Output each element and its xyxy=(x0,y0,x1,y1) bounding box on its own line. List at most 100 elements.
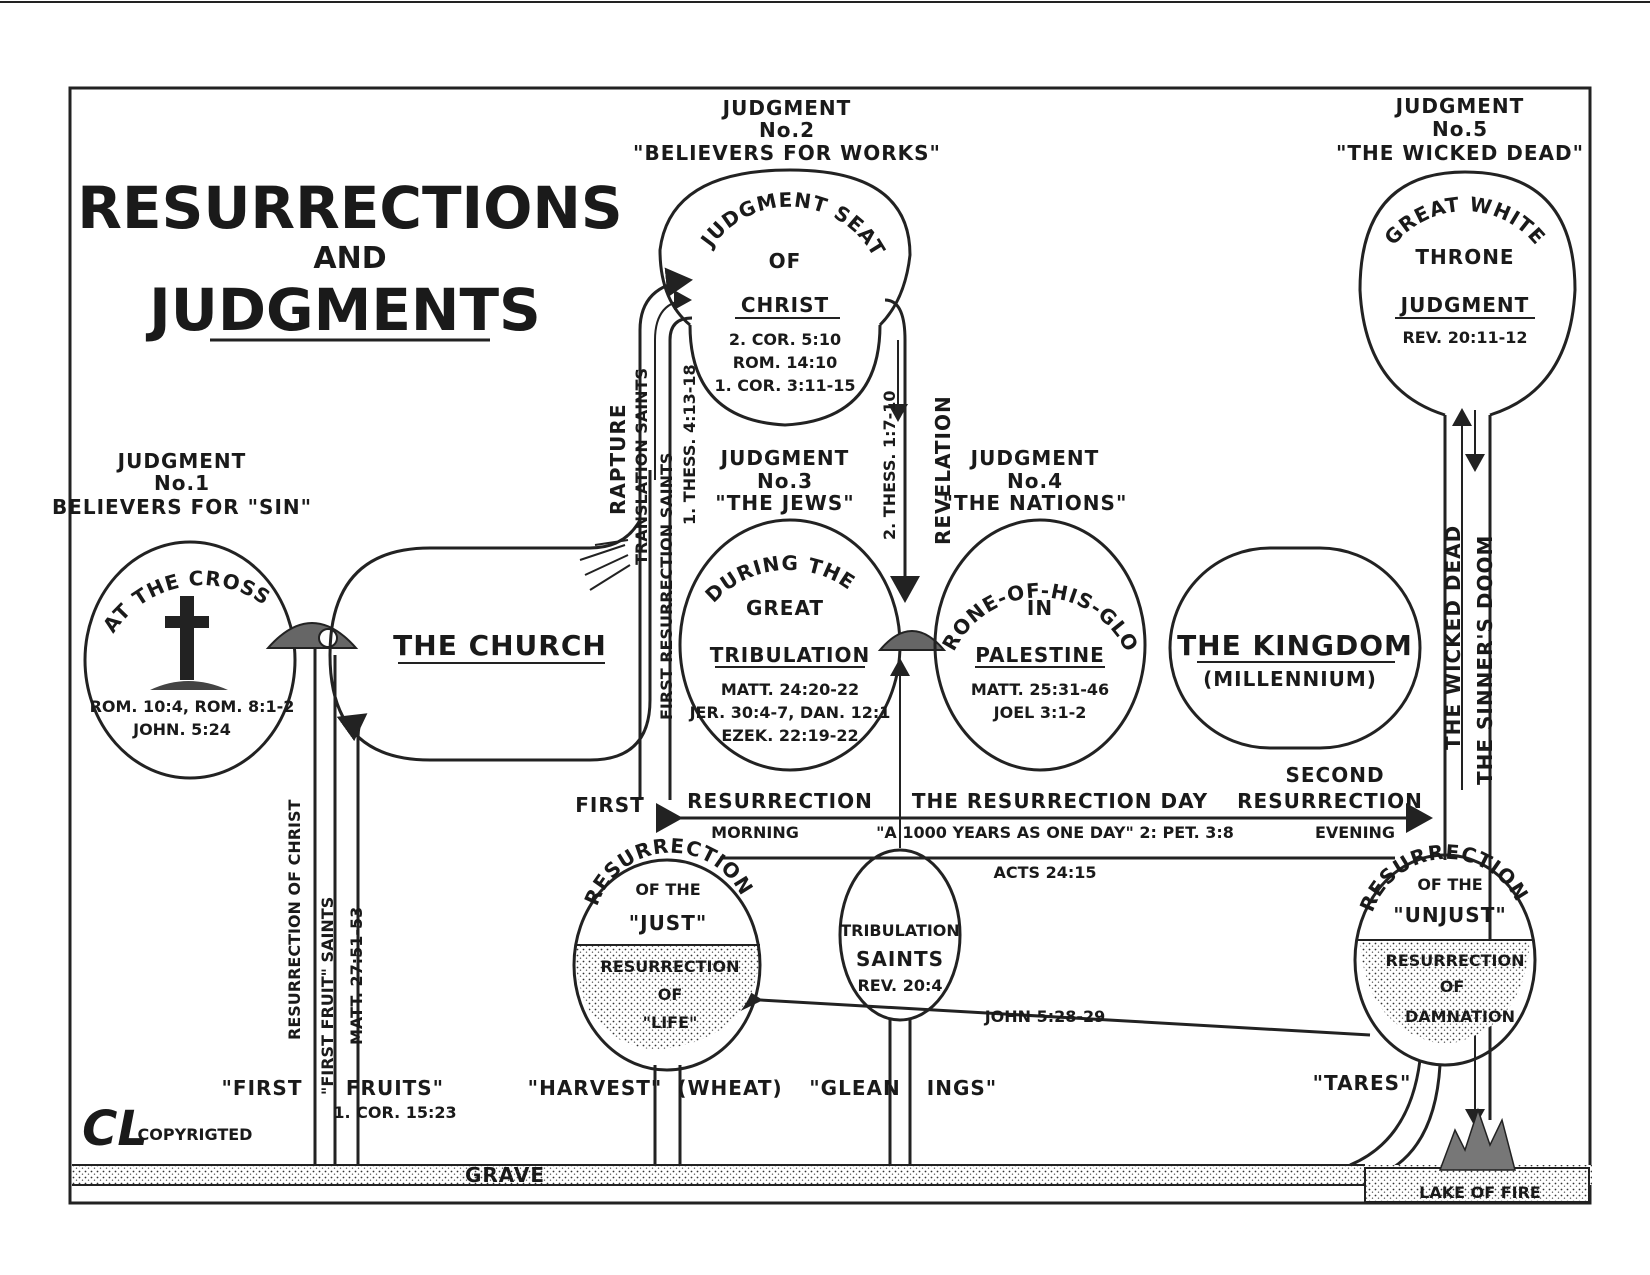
unjust-dam2: OF xyxy=(1440,977,1465,996)
bottom-first: "FIRST xyxy=(222,1076,303,1100)
seat-ref1: 2. COR. 5:10 xyxy=(729,330,841,349)
thess2-ref: 2. THESS. 1:7-10 xyxy=(880,390,899,540)
revelation-label: REVELATION xyxy=(931,395,955,545)
first-fruit-saints-label: "FIRST FRUIT" SAINTS xyxy=(318,897,337,1095)
judgment2-subtitle: "BELIEVERS FOR WORKS" xyxy=(633,141,941,165)
judgment4-heading: JUDGMENT No.4 "THE NATIONS" xyxy=(943,446,1127,515)
title-line1: RESURRECTIONS xyxy=(77,174,622,242)
day-first: FIRST xyxy=(575,793,645,817)
bottom-glean: "GLEAN xyxy=(809,1076,900,1100)
day-second-res: RESURRECTION xyxy=(1237,789,1423,813)
just-life3: "LIFE" xyxy=(643,1013,698,1032)
day-thousand: "A 1000 YEARS AS ONE DAY" 2: PET. 3:8 xyxy=(876,823,1234,842)
kingdom-capsule: THE KINGDOM (MILLENNIUM) xyxy=(1168,546,1422,750)
day-evening: EVENING xyxy=(1315,823,1395,842)
bottom-tares: "TARES" xyxy=(1313,1071,1412,1095)
judgment5-heading: JUDGMENT No.5 "THE WICKED DEAD" xyxy=(1336,94,1583,165)
just-life1: RESURRECTION xyxy=(601,957,740,976)
seat-ref2: ROM. 14:10 xyxy=(733,353,837,372)
thess1-ref: 1. THESS. 4:13-18 xyxy=(680,364,699,525)
white-ref: REV. 20:11-12 xyxy=(1402,328,1527,347)
church-capsule: THE CHURCH xyxy=(328,470,652,762)
tomb-mound-icon xyxy=(265,622,359,649)
just-name: "JUST" xyxy=(629,911,708,935)
white-name: JUDGMENT xyxy=(1399,293,1530,317)
tomb-stone-icon xyxy=(318,628,338,648)
monogram-logo: CL xyxy=(82,1101,148,1157)
bottom-fruits: FRUITS" xyxy=(346,1076,444,1100)
judgment3-heading: JUDGMENT No.3 "THE JEWS" xyxy=(715,446,854,515)
day-john: JOHN 5:28-29 xyxy=(984,1007,1106,1026)
grave-label: GRAVE xyxy=(465,1163,545,1187)
bottom-harvest: "HARVEST" xyxy=(528,1076,663,1100)
cross-ref2: JOHN. 5:24 xyxy=(132,720,231,739)
fire-icon xyxy=(1438,1107,1516,1171)
kingdom-sub: (MILLENNIUM) xyxy=(1203,667,1377,691)
cross-ref1: ROM. 10:4, ROM. 8:1-2 xyxy=(90,697,295,716)
seat-ref3: 1. COR. 3:11-15 xyxy=(714,376,855,395)
judgment5-title: JUDGMENT xyxy=(1394,94,1525,118)
cross-icon xyxy=(150,596,228,690)
rapture-rays-icon xyxy=(579,539,631,591)
copyright-label: COPYRIGTED xyxy=(138,1125,253,1144)
trib-ref1: MATT. 24:20-22 xyxy=(721,680,859,699)
day-second: SECOND xyxy=(1285,763,1384,787)
matt27-ref: MATT. 27:51-53 xyxy=(347,907,366,1045)
judgment1-heading: JUDGMENT No.1 BELIEVERS FOR "SIN" xyxy=(52,449,311,519)
glory-in: IN xyxy=(1027,596,1053,620)
white-throne-circle: GREAT WHITE THRONE JUDGMENT REV. 20:11-1… xyxy=(1358,170,1577,417)
judgment4-title: JUDGMENT xyxy=(969,446,1100,470)
judgment1-number: No.1 xyxy=(154,471,210,495)
sinners-doom-label: THE SINNER'S DOOM xyxy=(1473,535,1497,785)
glory-place: PALESTINE xyxy=(975,643,1105,667)
title-line2: AND xyxy=(313,241,386,276)
seat-of: OF xyxy=(769,249,802,273)
judgment3-number: No.3 xyxy=(757,469,813,493)
bottom-ings: INGS" xyxy=(927,1076,997,1100)
tribsaints-l2: SAINTS xyxy=(856,947,944,971)
judgment3-subtitle: "THE JEWS" xyxy=(715,491,854,515)
tribsaints-l1: TRIBULATION xyxy=(840,921,960,940)
seat-name: CHRIST xyxy=(741,293,829,317)
judgment1-title: JUDGMENT xyxy=(116,449,247,473)
tribsaints-ref: REV. 20:4 xyxy=(857,976,942,995)
judgment2-heading: JUDGMENT No.2 "BELIEVERS FOR WORKS" xyxy=(633,96,941,165)
white-throne: THRONE xyxy=(1415,245,1514,269)
resurrection-day-row: FIRST RESURRECTION THE RESURRECTION DAY … xyxy=(575,763,1433,1037)
day-res-day: THE RESURRECTION DAY xyxy=(912,789,1208,813)
wicked-dead-label: THE WICKED DEAD xyxy=(1441,525,1465,750)
first-res-saints-label: FIRST RESURRECTION SAINTS xyxy=(657,453,676,720)
lake-of-fire: LAKE OF FIRE xyxy=(1364,1107,1590,1203)
judgment4-number: No.4 xyxy=(1007,469,1063,493)
res-christ-label: RESURRECTION OF CHRIST xyxy=(285,799,304,1040)
trib-name: TRIBULATION xyxy=(710,643,870,667)
day-morning: MORNING xyxy=(711,823,799,842)
christ-column xyxy=(313,648,368,1165)
judgment2-number: No.2 xyxy=(759,118,815,142)
judgment3-title: JUDGMENT xyxy=(719,446,850,470)
diagram-frame xyxy=(68,86,1592,1205)
mound-icon xyxy=(877,630,947,651)
translation-saints-label: TRANSLATION SAINTS xyxy=(632,368,651,565)
rapture-lines xyxy=(638,267,920,800)
cross-circle: AT THE CROSS ROM. 10:4, ROM. 8:1-2 JOHN.… xyxy=(83,540,297,780)
bottom-wheat: (WHEAT) xyxy=(677,1076,782,1100)
day-resurrection: RESURRECTION xyxy=(687,789,873,813)
trib-ref2: JER. 30:4-7, DAN. 12:1 xyxy=(689,703,891,722)
just-ofthe: OF THE xyxy=(635,880,700,899)
bottom-cor: 1. COR. 15:23 xyxy=(333,1103,456,1122)
tribulation-saints-flask: TRIBULATION SAINTS REV. 20:4 xyxy=(838,658,962,1165)
judgment5-number: No.5 xyxy=(1432,117,1488,141)
unjust-name: "UNJUST" xyxy=(1393,903,1507,927)
kingdom-label: THE KINGDOM xyxy=(1177,629,1413,662)
title-line3: JUDGMENTS xyxy=(145,276,541,344)
just-flask: RESURRECTION OF THE "JUST" RESURRECTION … xyxy=(572,834,762,1165)
unjust-dam1: RESURRECTION xyxy=(1386,951,1525,970)
rapture-label: RAPTURE xyxy=(606,404,630,515)
title-block: RESURRECTIONS AND JUDGMENTS xyxy=(77,174,622,344)
glory-ref1: MATT. 25:31-46 xyxy=(971,680,1109,699)
church-label: THE CHURCH xyxy=(393,629,607,662)
lake-label: LAKE OF FIRE xyxy=(1419,1183,1541,1202)
trib-great: GREAT xyxy=(746,596,824,620)
